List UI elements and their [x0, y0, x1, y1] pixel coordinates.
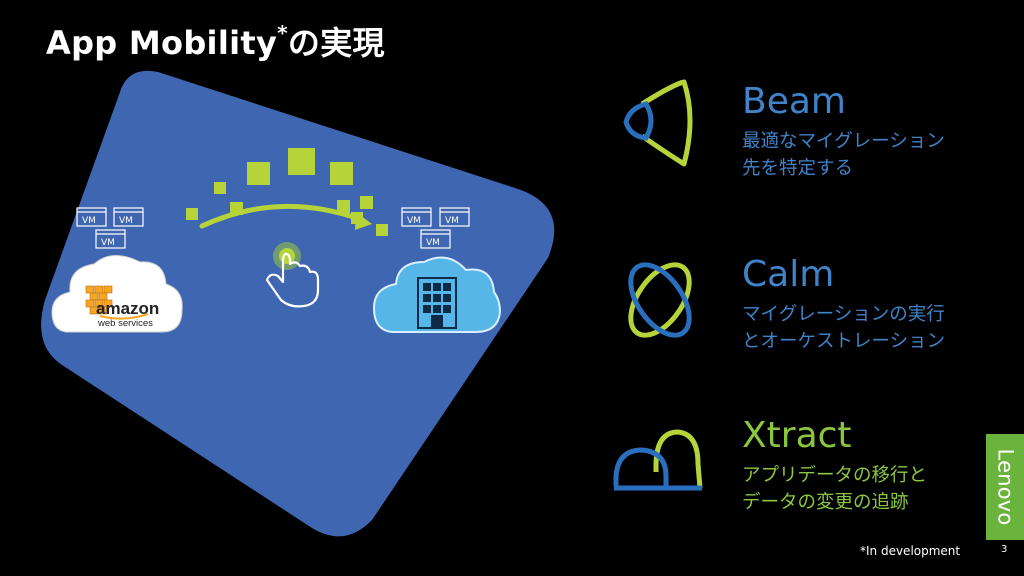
- product-description: マイグレーションの実行: [742, 304, 945, 325]
- beam-icon: [623, 79, 693, 167]
- product-name: Xtract: [742, 415, 852, 456]
- lenovo-logo: Lenovo: [986, 434, 1024, 540]
- vm-label: VM: [407, 216, 421, 226]
- xtract-icon: [613, 429, 703, 491]
- aws-logo-subtext: web services: [97, 318, 153, 329]
- data-blocks: [186, 148, 388, 236]
- product-description: とオーケストレーション: [742, 331, 946, 352]
- product-beam: Beam 最適なマイグレーション 先を特定する: [742, 82, 945, 182]
- page-title: App Mobility*の実現: [46, 21, 385, 62]
- vm-label: VM: [426, 238, 440, 248]
- vm-label: VM: [82, 216, 96, 226]
- vm-label: VM: [119, 216, 133, 226]
- calm-icon: [628, 262, 692, 338]
- product-xtract: Xtract アプリデータの移行と データの変更の追跡: [742, 416, 927, 516]
- product-name: Calm: [742, 254, 835, 295]
- diagram-panel: [41, 70, 555, 537]
- product-calm: Calm マイグレーションの実行 とオーケストレーション: [742, 255, 945, 355]
- vm-label: VM: [445, 216, 459, 226]
- aws-logo-text: amazon: [96, 299, 159, 318]
- footnote: *In development: [860, 544, 961, 558]
- vm-group-source: [76, 207, 144, 249]
- aws-cloud-icon: amazon web services: [51, 255, 183, 333]
- product-name: Beam: [742, 81, 846, 122]
- vm-group-target: [401, 207, 470, 249]
- building-icon: [417, 277, 457, 329]
- product-description: データの変更の追跡: [742, 492, 909, 513]
- private-cloud-icon: [372, 256, 502, 333]
- hand-pointer-icon: [265, 242, 320, 308]
- vm-label: VM: [101, 238, 115, 248]
- aws-boxes-icon: [85, 285, 113, 315]
- product-description: アプリデータの移行と: [742, 465, 928, 486]
- migration-arc: [199, 203, 365, 229]
- page-number: 3: [1001, 544, 1008, 555]
- product-description: 最適なマイグレーション: [742, 131, 945, 152]
- product-description: 先を特定する: [742, 158, 854, 179]
